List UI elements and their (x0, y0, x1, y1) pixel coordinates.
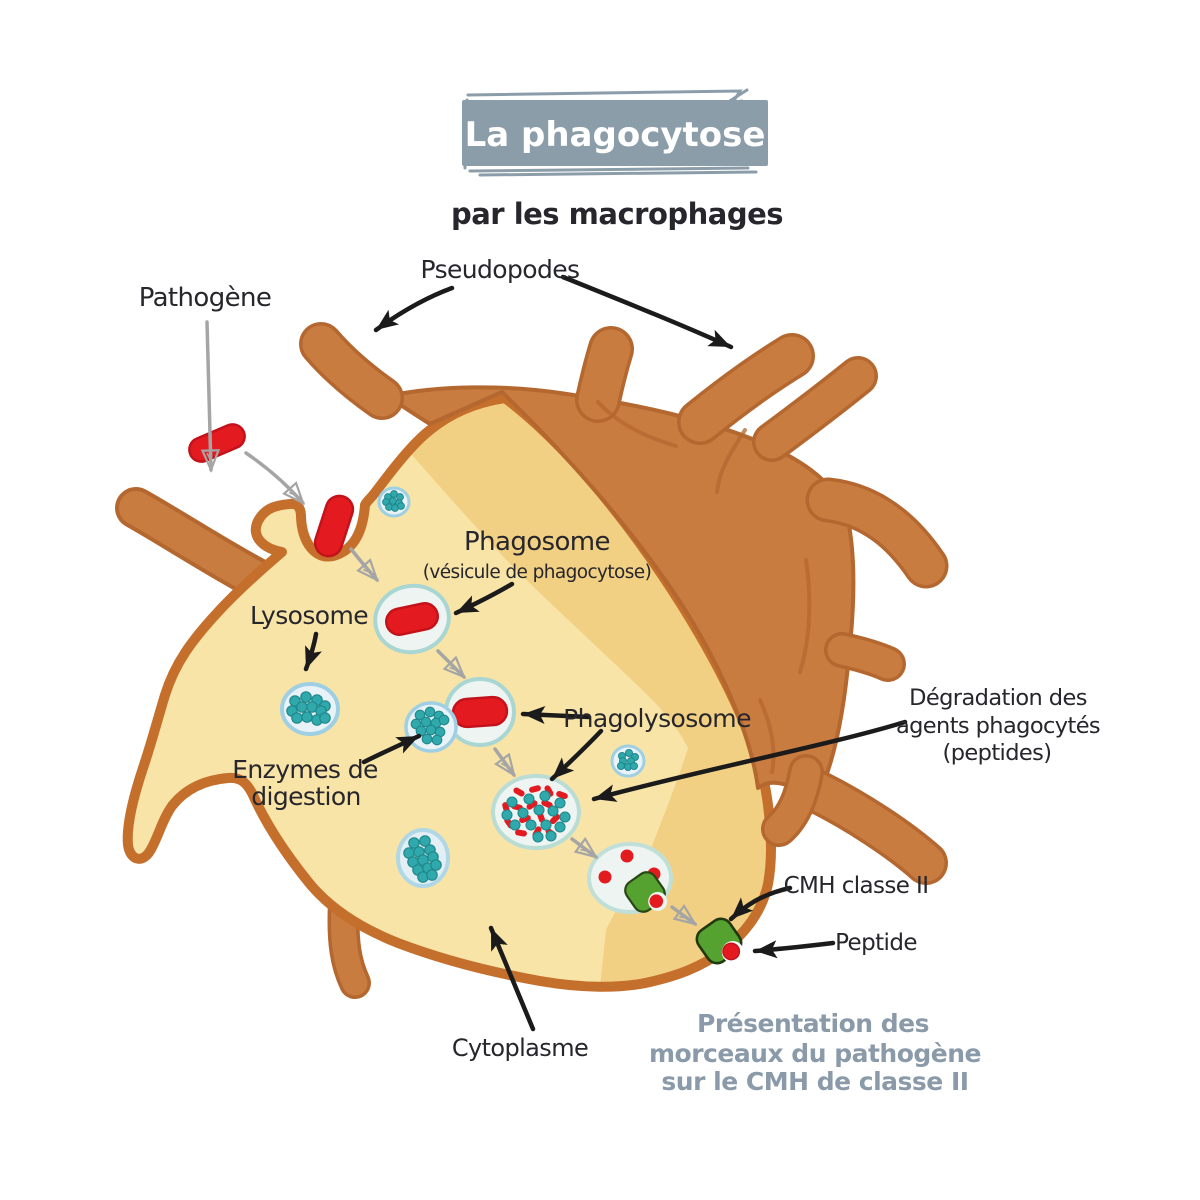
banner-title: La phagocytose (465, 115, 766, 155)
pseudopod-top-left (299, 322, 404, 420)
label-cytoplasme: Cytoplasme (452, 1034, 588, 1062)
pseudopod-right-long (805, 477, 949, 589)
label-phagosome-sub: (vésicule de phagocytose) (423, 562, 651, 583)
arrow-phagolysosome-left (520, 706, 592, 724)
arrow-cytoplasme (488, 925, 536, 1032)
label-enzymes-1: Enzymes de (232, 755, 378, 784)
arrow-phagosome-to-fusion (436, 649, 467, 680)
cell-back-body (299, 322, 949, 885)
arrow-cup-to-phagosome (349, 547, 379, 583)
vesicle-enzymes-bottom (396, 828, 450, 888)
pseudopod-top-right (677, 333, 815, 445)
peptide-vesicle (587, 842, 673, 914)
label-pseudopodes: Pseudopodes (421, 255, 580, 284)
cell-membrane (122, 393, 776, 992)
cmh-receptor-membrane (695, 917, 744, 965)
label-degradation-3: (peptides) (943, 740, 1052, 766)
label-degradation-1: Dégradation des (909, 685, 1087, 711)
macrophage-cell (115, 322, 949, 999)
pathogen-engulfed (313, 494, 355, 558)
title-banner: La phagocytose par les macrophages (451, 88, 784, 231)
arrow-phagolysosome-down (549, 728, 604, 782)
back-texture-lines (596, 400, 812, 774)
arrow-peptide (752, 940, 836, 959)
arrow-pseudopodes-right (560, 274, 734, 350)
arrow-cmh (728, 885, 793, 922)
process-arrows (200, 320, 698, 926)
label-degradation-2: agents phagocytés (896, 713, 1100, 739)
label-phagolysosome: Phagolysosome (563, 704, 751, 733)
label-presentation-2: morceaux du pathogène (649, 1039, 981, 1068)
banner-background (462, 100, 768, 166)
vesicle-enzymes-top (377, 486, 411, 518)
diagram-labels: Pathogène Pseudopodes Phagosome (vésicul… (139, 255, 1101, 1096)
arrow-lysosome (303, 631, 322, 672)
arrow-phagolysosome-to-peptides (570, 836, 599, 859)
arrow-pseudopodes-left (373, 285, 455, 333)
label-cmh: CMH classe II (784, 873, 929, 899)
arrow-pathogen-descend (200, 320, 221, 473)
cytoplasm-shade (406, 398, 771, 987)
pseudopod-upper-right (752, 356, 878, 462)
arrow-pathogen-to-cup (244, 451, 305, 506)
phagosome-lysosome-fusion (404, 677, 516, 753)
arrow-fusion-to-phagolysosome (493, 747, 516, 778)
label-presentation-1: Présentation des (697, 1009, 929, 1038)
phagosome-vesicle (373, 583, 451, 655)
arrow-degradation (591, 719, 908, 802)
arrow-phagosome (453, 581, 515, 616)
vesicle-enzymes-small (610, 744, 646, 778)
label-lysosome: Lysosome (250, 601, 368, 630)
label-presentation-3: sur le CMH de classe II (661, 1067, 968, 1096)
arrow-peptides-to-membrane (670, 904, 698, 926)
label-peptide: Peptide (835, 930, 917, 956)
pseudopod-lower-right (761, 754, 948, 885)
arrow-enzymes (361, 733, 422, 765)
enzyme-vesicle-fusing (404, 701, 458, 753)
label-pathogene: Pathogène (139, 283, 272, 313)
phagolysosome-vesicle (491, 774, 581, 850)
label-phagosome: Phagosome (464, 527, 610, 557)
label-arrows (303, 274, 908, 1032)
pseudopod-top-center (575, 326, 634, 423)
cmh-receptor-in-vesicle (624, 871, 668, 913)
pseudopod-right-small (824, 632, 906, 682)
label-enzymes-2: digestion (251, 782, 361, 811)
banner-sketch-lines (463, 88, 758, 177)
page-subtitle: par les macrophages (451, 197, 783, 231)
lysosome-vesicle (280, 682, 340, 736)
